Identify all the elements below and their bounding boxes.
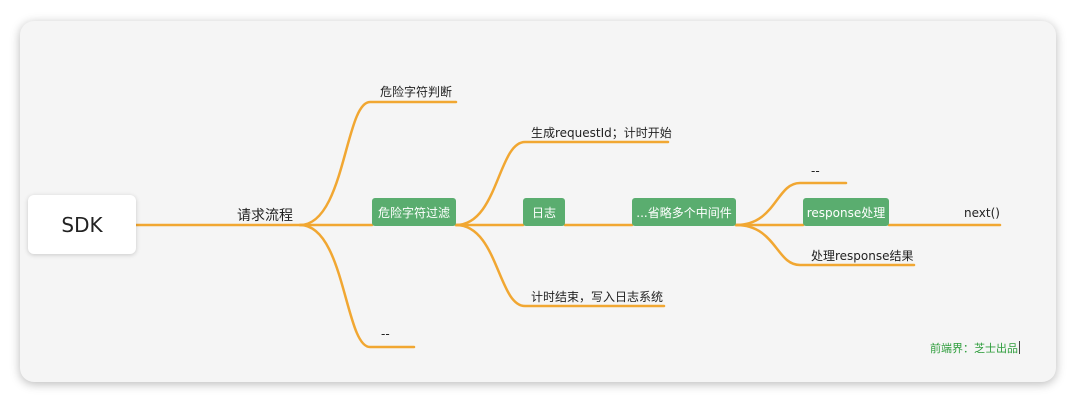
root-node[interactable]: SDK bbox=[28, 195, 136, 254]
middleware-lower-label[interactable]: 处理response结果 bbox=[811, 249, 914, 263]
filter-upper-label[interactable]: 生成requestId；计时开始 bbox=[531, 126, 672, 140]
filter-node[interactable]: 危险字符过滤 bbox=[372, 198, 456, 226]
link-filter-lower bbox=[454, 223, 666, 308]
credit-text: 前端界：芝士出品 bbox=[930, 340, 1020, 356]
credit-label: 前端界：芝士出品 bbox=[930, 342, 1018, 355]
link-middleware-upper bbox=[734, 181, 848, 227]
link-lower-branch bbox=[298, 223, 416, 349]
text-cursor bbox=[1019, 341, 1020, 354]
link-middleware-lower bbox=[734, 223, 916, 267]
lower-branch-label[interactable]: -- bbox=[381, 327, 390, 341]
log-node[interactable]: 日志 bbox=[523, 198, 565, 226]
main-branch-label[interactable]: 请求流程 bbox=[237, 208, 293, 224]
response-node[interactable]: response处理 bbox=[803, 198, 889, 226]
next-label[interactable]: next() bbox=[964, 206, 1000, 220]
link-upper-branch bbox=[298, 100, 458, 227]
middleware-node[interactable]: ...省略多个中间件 bbox=[632, 198, 736, 226]
link-filter-upper bbox=[454, 140, 670, 227]
middleware-upper-label[interactable]: -- bbox=[811, 164, 820, 178]
filter-lower-label[interactable]: 计时结束，写入日志系统 bbox=[531, 290, 664, 304]
upper-branch-label[interactable]: 危险字符判断 bbox=[380, 85, 453, 99]
